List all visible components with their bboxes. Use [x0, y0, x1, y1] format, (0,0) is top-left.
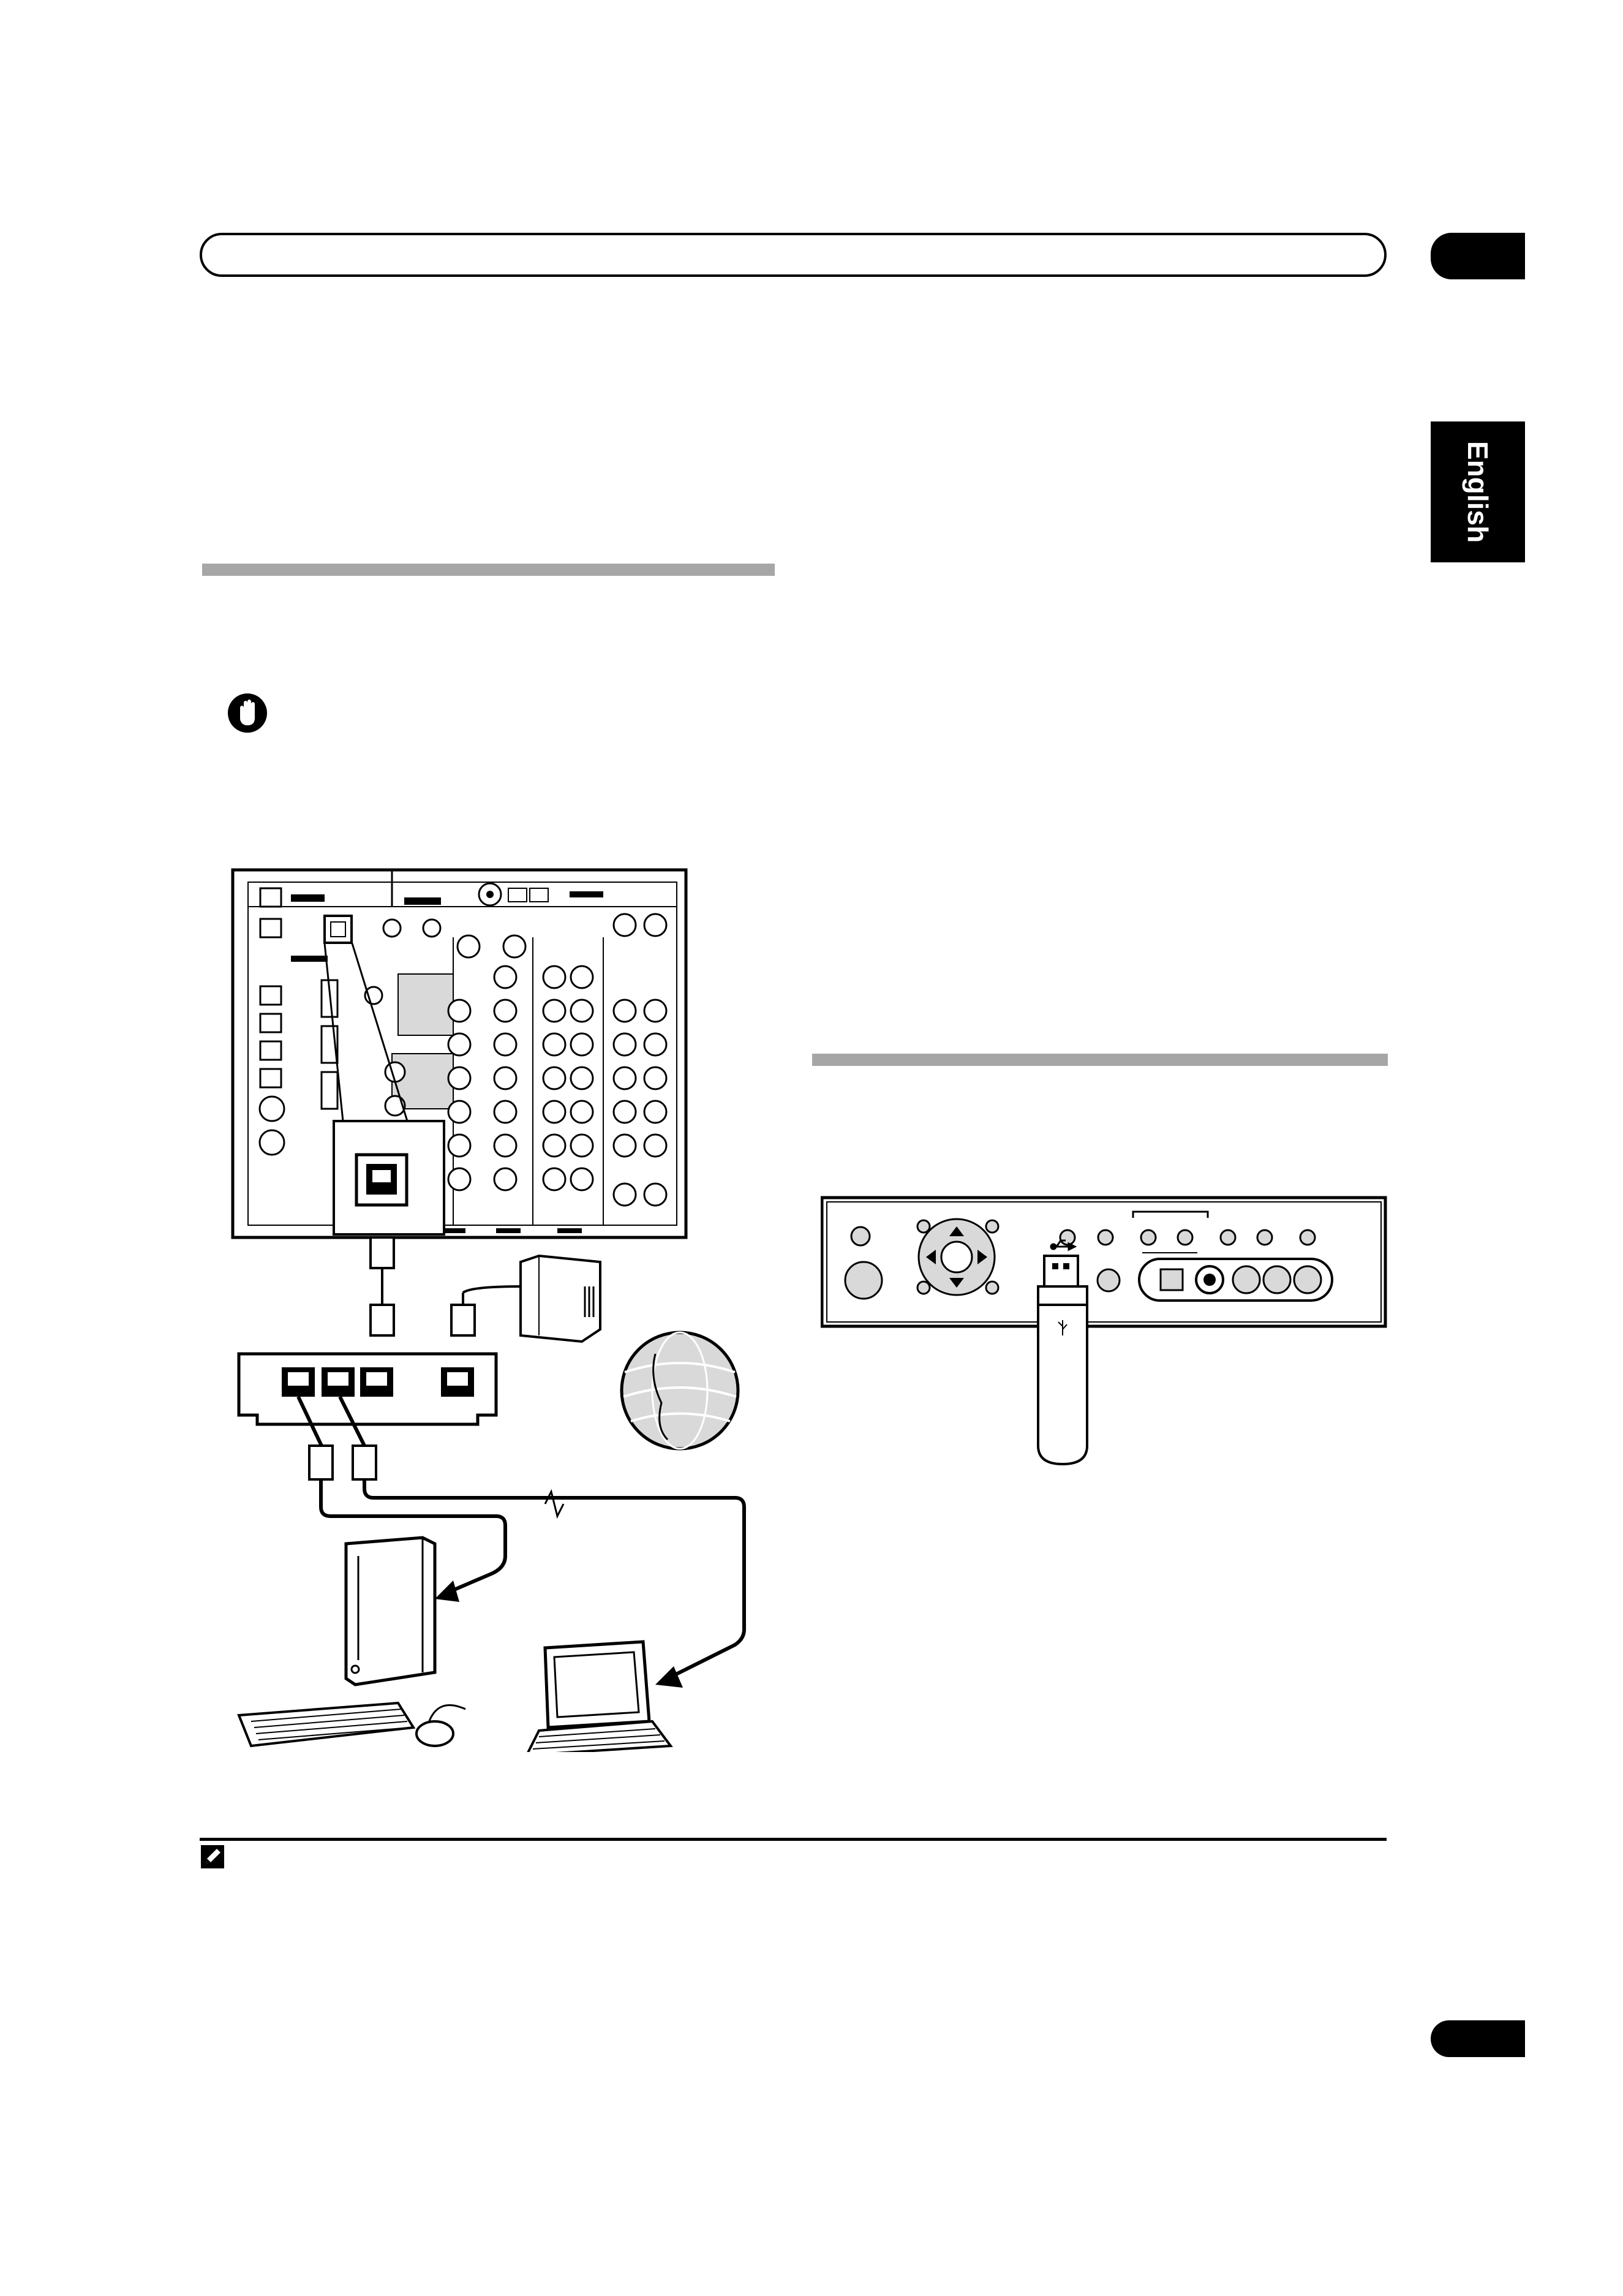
- lan-router: [237, 1352, 498, 1426]
- page-number-tab: [1431, 2020, 1525, 2057]
- internet-globe: [620, 1331, 740, 1451]
- arrow-to-laptop: [655, 1666, 683, 1688]
- usb-memory-stick: [1037, 1255, 1088, 1466]
- section-rule-network: [202, 564, 775, 576]
- note-pencil-icon: [201, 1845, 224, 1868]
- caution-hand-icon: [228, 693, 267, 733]
- rca-jack-grid: [364, 913, 668, 1207]
- language-tab: English: [1431, 421, 1525, 562]
- usb-symbol-icon: [1050, 1239, 1077, 1252]
- usb-connection-diagram: [821, 1196, 1387, 1466]
- language-tab-label: English: [1462, 440, 1494, 543]
- direction-pad: [917, 1218, 996, 1296]
- footnote-rule: [200, 1838, 1387, 1841]
- receiver-front-panel: [821, 1196, 1387, 1328]
- desktop-computer: [237, 1536, 466, 1748]
- laptop-computer: [527, 1640, 673, 1752]
- network-connection-diagram: [231, 868, 746, 1752]
- lan-cable-receiver-router: [369, 1236, 395, 1337]
- receiver-rear-panel: [231, 868, 688, 1239]
- modem-device: [450, 1254, 601, 1343]
- chapter-number-tab: [1431, 233, 1525, 279]
- lan-port-callout: [323, 943, 445, 1236]
- speaker-terminal-column: [258, 887, 285, 1156]
- front-input-block: [1138, 1258, 1333, 1302]
- arrow-to-desktop: [435, 1580, 459, 1602]
- chapter-header-bar: [200, 233, 1387, 277]
- lan-cables-to-computers: [296, 1395, 746, 1680]
- section-rule-usb: [812, 1054, 1388, 1066]
